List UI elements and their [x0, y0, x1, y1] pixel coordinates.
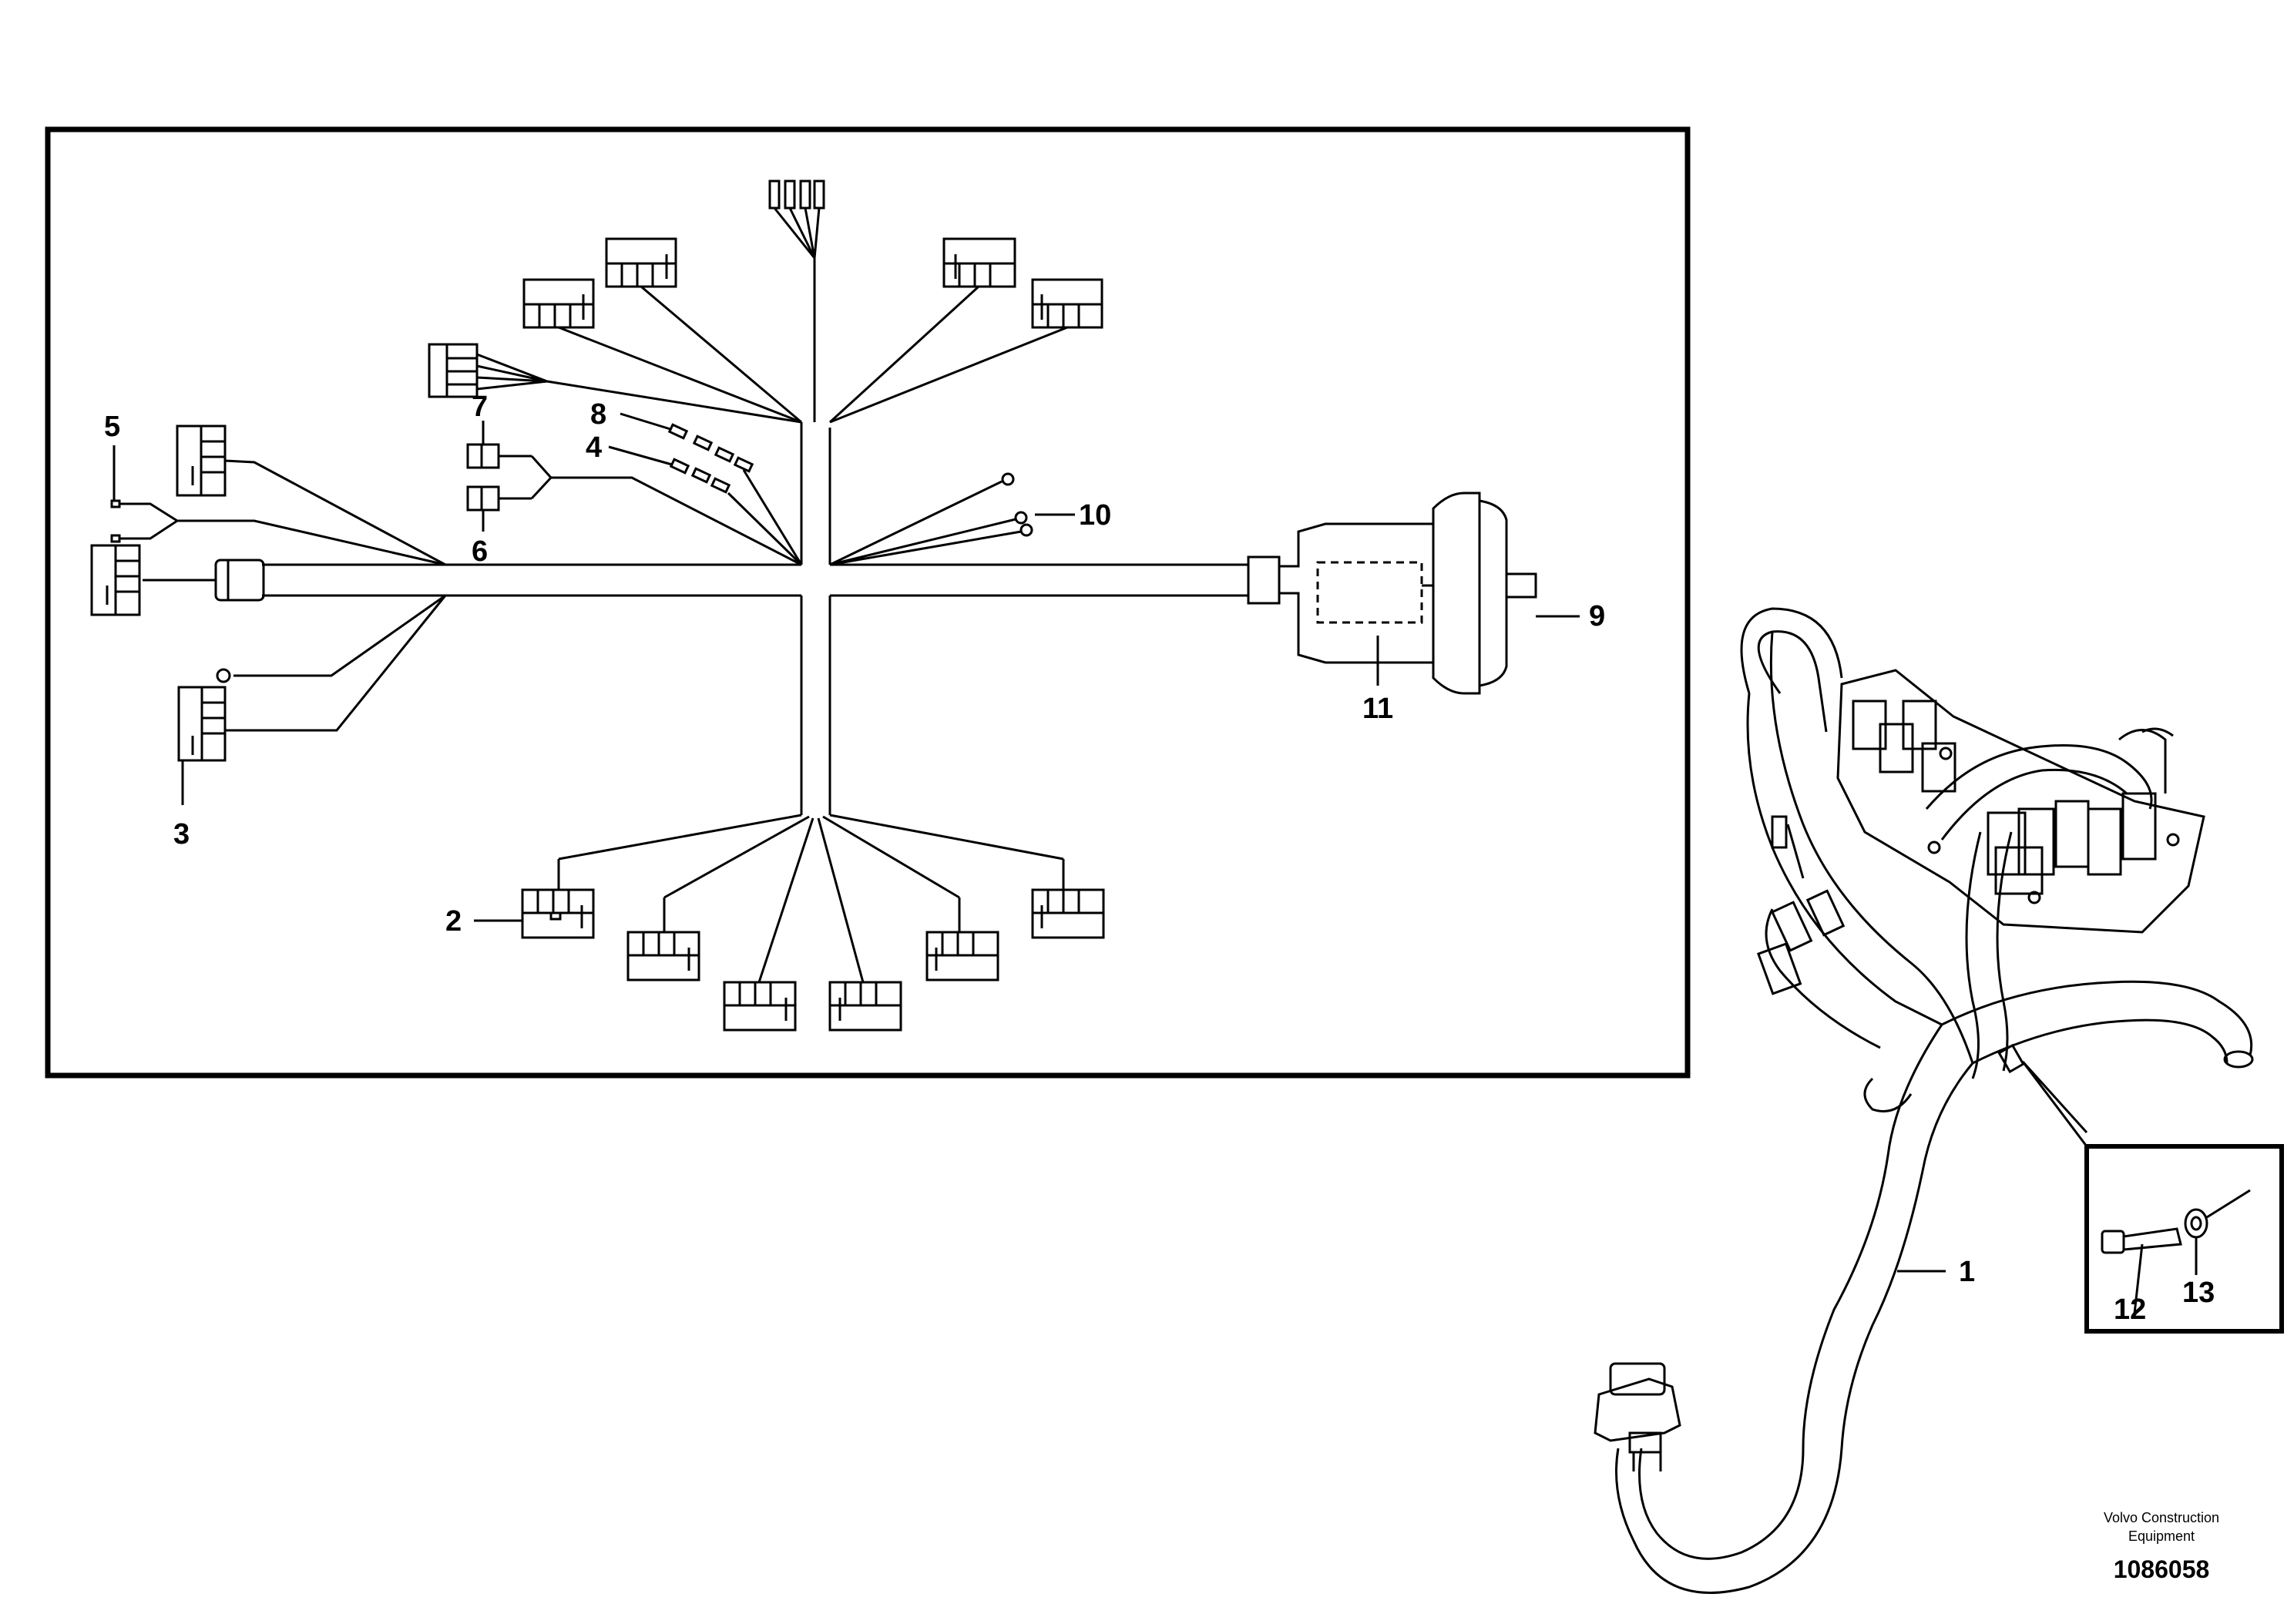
- top-connector-left-2: [605, 237, 802, 424]
- callout-1: 1: [1959, 1256, 1975, 1288]
- top-connector-right-1: [828, 237, 1016, 424]
- callout-5: 5: [104, 411, 120, 443]
- callout-11: 11: [1362, 693, 1393, 725]
- washer-13: [2184, 1189, 2251, 1275]
- callout-2: 2: [445, 905, 462, 938]
- terminal-4: [669, 458, 803, 566]
- end-connector: [1594, 1362, 1681, 1471]
- schematic-detail-frame: [45, 126, 1691, 1079]
- top-connector-right-2: [829, 278, 1103, 424]
- callout-7: 7: [472, 391, 488, 423]
- brand-line-2: Equipment: [2128, 1528, 2195, 1544]
- callout-12: 12: [2114, 1293, 2146, 1326]
- callout-labels: 1 2 3 4 5 6 7 8 9 10 11 12 13: [104, 391, 2215, 1326]
- pin-terminal: [110, 499, 446, 566]
- fastener-inset: [2021, 1060, 2284, 1334]
- callout-4: 4: [586, 431, 602, 464]
- callout-3: 3: [173, 818, 190, 851]
- connector-6: [466, 455, 802, 566]
- callout-8: 8: [590, 398, 606, 431]
- document-number: 1086058: [2114, 1555, 2210, 1583]
- callout-13: 13: [2182, 1277, 2215, 1309]
- brand-line-1: Volvo Construction: [2104, 1510, 2219, 1525]
- callout-6: 6: [472, 535, 488, 568]
- lower-left-branch: [177, 594, 447, 762]
- top-terminal-bundle: [768, 180, 825, 422]
- mounting-plate: [1836, 669, 2205, 934]
- connector-7: [466, 443, 532, 469]
- harness-trunk: [262, 422, 1248, 815]
- relay-blocks: [1852, 700, 2157, 895]
- bottom-connectors: [521, 888, 1105, 1032]
- round-connector: [1279, 492, 1580, 695]
- side-connector: [428, 343, 802, 424]
- callout-leaders: [113, 412, 1379, 922]
- connector-block: [90, 544, 141, 616]
- brand-block: Volvo Construction Equipment 1086058: [2104, 1510, 2219, 1583]
- terminal-8: [667, 423, 803, 565]
- terminals-10: [829, 472, 1033, 566]
- left-sleeve-connector: [143, 559, 265, 602]
- right-sleeve: [1247, 555, 1281, 605]
- callout-9: 9: [1589, 600, 1605, 632]
- harness-illustration: [1594, 607, 2254, 1594]
- top-connector-left-1: [522, 278, 802, 424]
- connector-block: [176, 424, 446, 566]
- harness-hose: [1757, 630, 1828, 733]
- bottom-branch: [557, 814, 1065, 983]
- bolt-12: [2101, 1227, 2182, 1314]
- side-plug: [1756, 942, 1802, 995]
- callout-10: 10: [1079, 499, 1111, 532]
